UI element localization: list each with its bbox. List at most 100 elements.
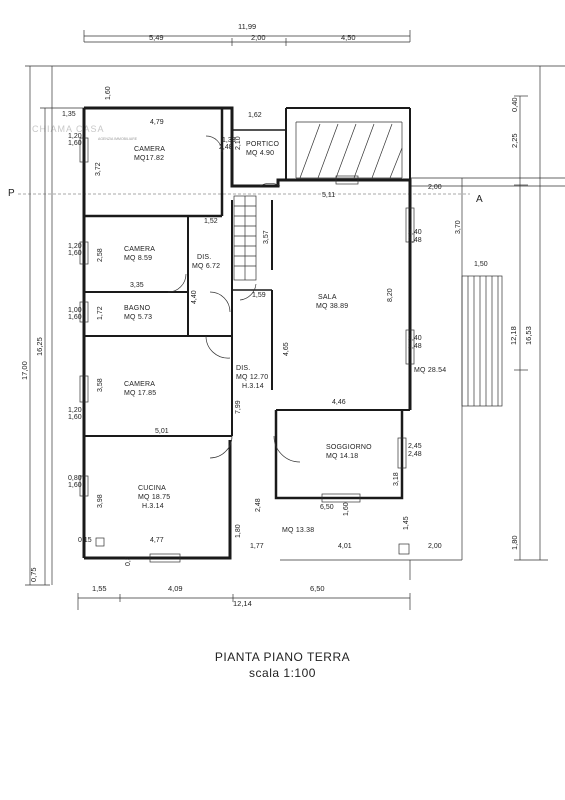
dim-right-3: 1,80 [510,535,519,550]
room-soggiorno-area: MQ 14.18 [326,453,358,460]
room-camera-1-area: MQ17.82 [134,155,164,162]
dim-label: 0,3 [125,556,132,566]
room-camera-3-name: CAMERA [124,381,155,388]
carport-hatch [295,121,403,179]
room-camera-2-area: MQ 8.59 [124,255,152,262]
dim-bottom-total: 12,14 [233,599,252,608]
dim-label: 7,99 [235,400,242,414]
dim-bottom-1: 1,55 [92,584,107,593]
dim-left-inner: 16,25 [35,337,44,356]
room-camera-1-name: CAMERA [134,146,165,153]
dim-label: 2,48 [408,451,422,458]
door-swings [167,135,301,463]
dim-label: 1,33 [222,137,236,144]
watermark: CHIAMA CASA [32,124,105,134]
dim-label: 4,01 [338,543,352,550]
dim-label: 5,01 [155,428,169,435]
dim-label: 1,60 [68,314,82,321]
site-lines [18,65,565,580]
dim-label: 1,60 [68,414,82,421]
dim-label: 4,40 [191,290,198,304]
dim-label: 5,11 [322,192,335,199]
dim-label: 1,20 [68,243,82,250]
dim-bottom-2: 4,09 [168,584,183,593]
room-cucina-name: CUCINA [138,485,166,492]
room-cucina-area: MQ 18.75 [138,494,170,501]
fixture-square [95,537,105,547]
room-sala-name: SALA [318,294,337,301]
room-camera-2-name: CAMERA [124,246,155,253]
dim-bottom-3: 6,50 [310,584,325,593]
drawing-scale: scala 1:100 [249,666,316,680]
right-dimension-lines [514,66,548,561]
section-marker-left: P [8,188,15,199]
dim-label: 1,00 [68,307,82,314]
left-dimension-lines [25,65,84,586]
dim-label: 3,98 [97,494,104,508]
dim-label: 3,70 [455,220,462,234]
dim-label: 1,62 [248,112,262,119]
dim-label: 1,50 [474,261,488,268]
drawing-title: PIANTA PIANO TERRA [214,650,351,664]
room-dis-2-area: MQ 12.70 [236,374,268,381]
dim-label: 1,35 [62,111,76,118]
dim-label: 1,60 [343,502,350,516]
dim-label: 1,52 [204,218,218,225]
dim-label: 1,72 [97,306,104,320]
room-camera-3-area: MQ 17.85 [124,390,156,397]
dim-left-small: 0,75 [29,567,38,582]
dim-label: 0,80 [68,475,82,482]
room-dis-1-name: DIS. [197,254,211,261]
dim-label: 3,35 [130,282,144,289]
dim-label: 8,20 [387,288,394,302]
dim-label: 2,48 [408,343,422,350]
column [398,543,410,555]
dim-label: 2,48 [219,144,233,151]
room-portico-name: PORTICO [246,141,280,148]
dim-label: 1,60 [68,250,82,257]
entrance-steps [461,275,503,407]
watermark-subtitle: AGENZIA IMMOBILIARE [98,137,138,141]
porch-area: MQ 13.38 [282,527,314,534]
room-dis-2-height: H.3.14 [242,383,264,390]
dim-right-1: 0,40 [510,97,519,112]
dim-label: 4,46 [332,399,346,406]
dim-label: 1,60 [68,140,82,147]
dim-right-inner: 12,18 [509,326,518,345]
windows [79,137,415,563]
dim-left-outer: 17,00 [20,361,29,380]
dim-label: 2,48 [408,237,422,244]
dim-label: 1,60 [68,482,82,489]
dim-label: 6,50 [320,504,334,511]
dim-label: 0,15 [78,537,92,544]
dim-label: 2,10 [235,136,242,150]
room-dis-1-area: MQ 6.72 [192,263,220,270]
exterior-walls [82,106,412,560]
dim-top-total: 11,99 [238,22,256,31]
room-sala-area: MQ 38.89 [316,303,348,310]
dim-top-1: 5,49 [149,33,164,42]
dim-label: 2,00 [428,184,442,191]
room-soggiorno-name: SOGGIORNO [326,444,372,451]
dim-right-outer: 16,53 [524,326,533,345]
bottom-dimension-chain [77,593,411,610]
dim-label: 1,77 [250,543,264,550]
section-marker: A [476,194,483,205]
dim-label: 2,48 [255,498,262,512]
terrace-area: MQ 28.54 [414,367,446,374]
dim-label: 4,77 [150,537,164,544]
dim-label: 4,65 [283,342,290,356]
dim-label: 3,57 [263,230,270,244]
room-bagno-area: MQ 5.73 [124,314,152,321]
dim-label: 1,20 [68,133,82,140]
dim-right-2: 2,25 [510,133,519,148]
dim-label: 2,40 [408,335,422,342]
room-dis-2-name: DIS. [236,365,250,372]
dim-top-3: 4,50 [341,33,356,42]
dim-top-2: 2,00 [251,33,266,42]
room-bagno-name: BAGNO [124,305,151,312]
dim-label: 4,79 [150,119,164,126]
top-dimension-chain [83,30,411,46]
interior-walls [84,108,286,437]
dim-label: 2,58 [97,248,104,262]
